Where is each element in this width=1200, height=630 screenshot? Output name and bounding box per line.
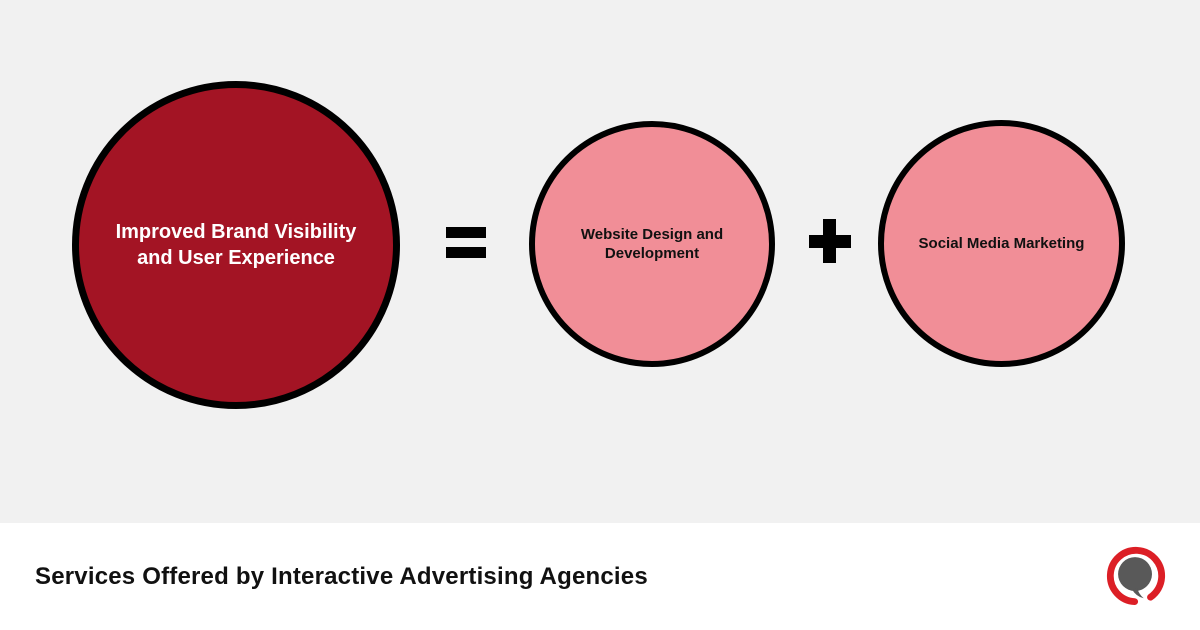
service-circle-social-media: Social Media Marketing [878, 120, 1125, 367]
service-circle-website-line2: Development [604, 245, 700, 262]
service-circle-social-line1: Social Media Marketing [918, 234, 1085, 252]
service-circle-social-label: Social Media Marketing [919, 234, 1085, 254]
result-circle-line2: and User Experience [137, 247, 335, 269]
service-circle-website-line1: Website Design and [580, 225, 724, 243]
plus-vertical-bar [823, 219, 836, 263]
equals-bottom-bar [446, 247, 486, 258]
service-circle-website-design: Website Design and Development [529, 121, 775, 367]
page-title: Services Offered by Interactive Advertis… [35, 562, 648, 590]
equals-top-bar [446, 227, 486, 238]
result-circle-label: Improved Brand Visibility and User Exper… [116, 219, 357, 271]
result-circle-line1: Improved Brand Visibility [115, 221, 357, 243]
service-circle-website-label: Website Design and Development [581, 225, 723, 264]
result-circle: Improved Brand Visibility and User Exper… [72, 81, 400, 409]
equals-icon [446, 227, 486, 258]
footer-bar: Services Offered by Interactive Advertis… [0, 523, 1200, 630]
speech-bubble-logo-icon [1105, 545, 1167, 607]
plus-icon [809, 219, 851, 263]
